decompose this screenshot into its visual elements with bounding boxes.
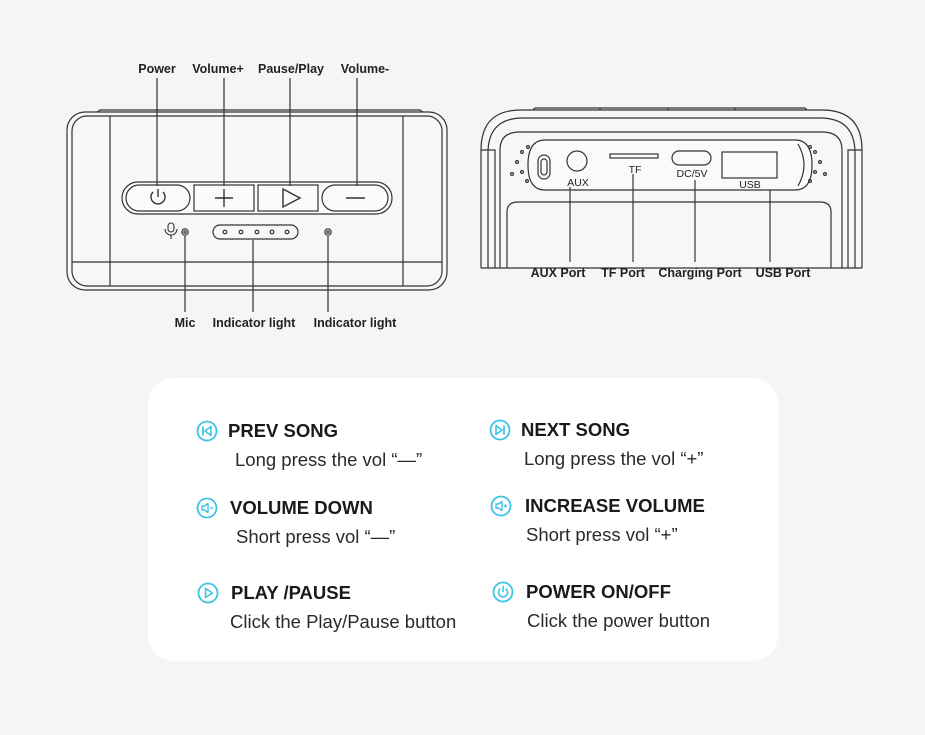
volume-down-title: VOLUME DOWN xyxy=(230,497,373,518)
label-mic: Mic xyxy=(175,316,196,330)
label-charging-port: Charging Port xyxy=(658,266,742,280)
label-volume-down: Volume- xyxy=(341,62,389,76)
volume-down-desc: Short press vol “—” xyxy=(236,526,396,547)
label-usb-port: USB Port xyxy=(756,266,812,280)
mark-aux: AUX xyxy=(567,177,589,189)
power-icon xyxy=(492,581,514,603)
label-power: Power xyxy=(138,62,176,76)
label-indicator-light-1: Indicator light xyxy=(213,316,296,330)
function-increase-volume: INCREASE VOLUME Short press vol “+” xyxy=(490,495,705,546)
function-next-song: NEXT SONG Long press the vol “+” xyxy=(489,419,703,470)
power-title: POWER ON/OFF xyxy=(526,581,671,602)
volume-up-icon xyxy=(490,495,512,517)
label-pause-play: Pause/Play xyxy=(258,62,324,76)
volume-down-icon xyxy=(196,497,218,519)
play-pause-desc: Click the Play/Pause button xyxy=(230,611,457,632)
power-desc: Click the power button xyxy=(527,610,711,631)
mark-tf: TF xyxy=(629,164,642,176)
increase-volume-desc: Short press vol “+” xyxy=(526,524,678,545)
label-aux-port: AUX Port xyxy=(531,266,587,280)
prev-song-title: PREV SONG xyxy=(228,420,338,441)
back-view xyxy=(480,107,863,269)
next-song-desc: Long press the vol “+” xyxy=(524,448,704,469)
prev-song-icon xyxy=(196,420,218,442)
increase-volume-title: INCREASE VOLUME xyxy=(525,495,705,516)
function-prev-song: PREV SONG Long press the vol “—” xyxy=(196,420,422,471)
function-play-pause: PLAY /PAUSE Click the Play/Pause button xyxy=(197,582,456,633)
mark-dc: DC/5V xyxy=(677,168,708,180)
functions-card xyxy=(148,378,778,661)
mark-usb: USB xyxy=(739,179,761,191)
prev-song-desc: Long press the vol “—” xyxy=(235,449,423,470)
label-indicator-light-2: Indicator light xyxy=(314,316,397,330)
play-pause-title: PLAY /PAUSE xyxy=(231,582,351,603)
next-song-title: NEXT SONG xyxy=(521,419,630,440)
play-pause-icon xyxy=(197,582,219,604)
function-volume-down: VOLUME DOWN Short press vol “—” xyxy=(196,497,395,548)
speaker-diagram: Power Volume+ Pause/Play Volume- Mic Ind… xyxy=(66,62,863,330)
label-tf-port: TF Port xyxy=(601,266,646,280)
function-power: POWER ON/OFF Click the power button xyxy=(492,581,710,632)
next-song-icon xyxy=(489,419,511,441)
label-volume-up: Volume+ xyxy=(192,62,244,76)
front-view xyxy=(66,78,448,312)
